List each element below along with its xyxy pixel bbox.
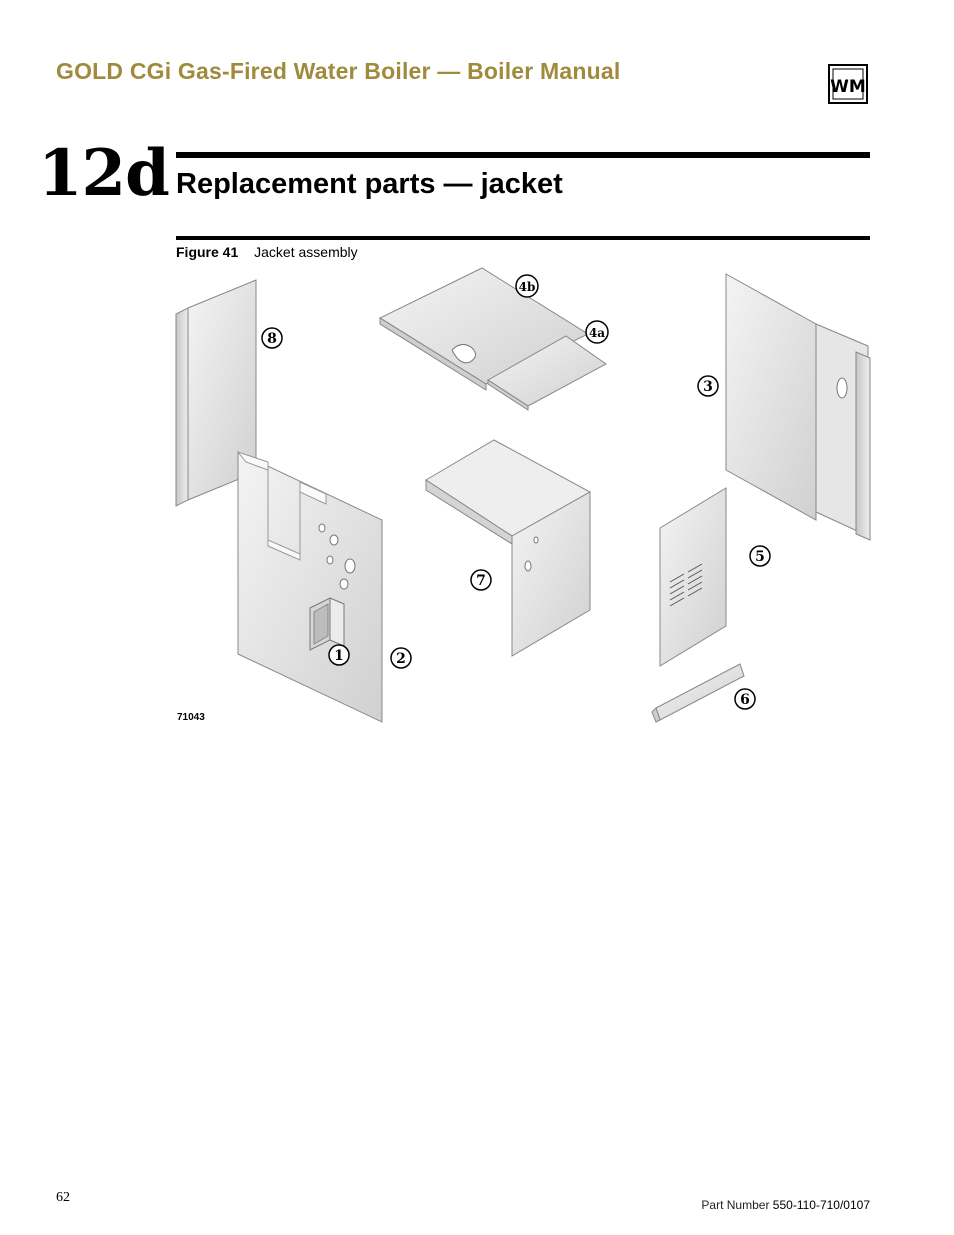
section-number: 12d bbox=[38, 136, 170, 211]
drawing-id: 71043 bbox=[177, 712, 205, 723]
svg-text:8: 8 bbox=[267, 331, 277, 347]
callout-3: 3 bbox=[697, 375, 719, 397]
svg-text:7: 7 bbox=[476, 573, 486, 589]
section-rule-bottom bbox=[176, 236, 870, 240]
manual-title: GOLD CGi Gas-Fired Water Boiler — Boiler… bbox=[56, 58, 621, 84]
part-4a-top-panel-front bbox=[487, 335, 607, 411]
section-title: Replacement parts — jacket bbox=[176, 168, 563, 200]
part-1-sight-box bbox=[309, 597, 345, 651]
part-number-value: 550-110-710/0107 bbox=[772, 1198, 870, 1212]
weil-mclain-logo-icon: WM bbox=[828, 64, 868, 104]
svg-text:5: 5 bbox=[755, 549, 765, 565]
jacket-assembly-drawing: 8 4b 4a 3 7 5 1 2 6 bbox=[175, 267, 871, 723]
part-3-right-side-panel bbox=[725, 273, 871, 541]
part-6-base-channel bbox=[651, 663, 745, 723]
callout-5: 5 bbox=[749, 545, 771, 567]
figure-label: Figure 41 bbox=[176, 244, 239, 260]
svg-text:3: 3 bbox=[703, 379, 713, 395]
callout-6: 6 bbox=[734, 688, 756, 710]
part-number: Part Number 550-110-710/0107 bbox=[701, 1198, 870, 1212]
svg-text:4b: 4b bbox=[519, 280, 536, 294]
part-7-inner-jacket bbox=[425, 439, 592, 657]
figure-caption-text: Jacket assembly bbox=[254, 244, 358, 260]
part-number-label: Part Number bbox=[701, 1198, 770, 1212]
part-8-left-side-panel bbox=[175, 279, 257, 507]
callout-4a: 4a bbox=[585, 320, 609, 344]
part-5-front-door bbox=[659, 487, 727, 667]
callout-1: 1 bbox=[328, 644, 350, 666]
svg-text:WM: WM bbox=[830, 77, 866, 97]
svg-text:4a: 4a bbox=[589, 326, 605, 340]
figure-caption: Figure 41 Jacket assembly bbox=[176, 244, 358, 260]
svg-text:6: 6 bbox=[740, 692, 750, 708]
callout-4b: 4b bbox=[515, 274, 539, 298]
callout-7: 7 bbox=[470, 569, 492, 591]
callout-8: 8 bbox=[261, 327, 283, 349]
part-2-front-panel bbox=[236, 450, 383, 723]
callout-2: 2 bbox=[390, 647, 412, 669]
svg-text:2: 2 bbox=[396, 651, 406, 667]
section-rule-top bbox=[176, 152, 870, 158]
page-number: 62 bbox=[56, 1190, 70, 1205]
svg-text:1: 1 bbox=[334, 648, 344, 664]
